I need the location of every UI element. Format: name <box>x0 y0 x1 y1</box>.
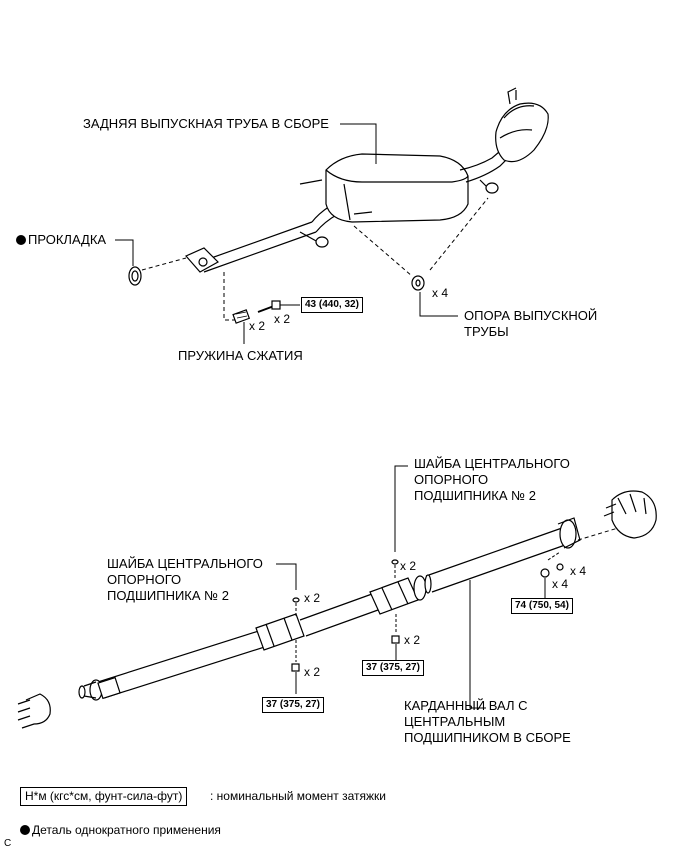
torque-box-center-nut: 37 (375, 27) <box>362 660 424 676</box>
qty-support: x 4 <box>432 286 449 300</box>
label-washer-top-line3: ПОДШИПНИКА № 2 <box>414 488 536 503</box>
qty-spring: x 2 <box>249 319 266 333</box>
torque-box-flange: 74 (750, 54) <box>511 598 573 614</box>
legend-one-time: Деталь однократного применения <box>20 822 221 838</box>
gasket-ring <box>115 239 187 286</box>
qty-flange-bolt: x 4 <box>570 564 587 578</box>
qty-nut-left: x 2 <box>304 665 321 679</box>
label-washer-top-line1: ШАЙБА ЦЕНТРАЛЬНОГО <box>414 456 570 471</box>
label-washer-top-line2: ОПОРНОГО <box>414 472 489 487</box>
label-propshaft-line1: КАРДАННЫЙ ВАЛ С <box>404 698 528 713</box>
label-washer-left-line2: ОПОРНОГО <box>107 572 182 587</box>
label-exhaust-support-line1: ОПОРА ВЫПУСКНОЙ <box>464 308 598 323</box>
one-time-use-dot-icon <box>16 235 26 245</box>
qty-washer-left: x 2 <box>304 591 321 605</box>
label-exhaust-support-line2: ТРУБЫ <box>464 324 509 339</box>
label-rear-exhaust-pipe: ЗАДНЯЯ ВЫПУСКНАЯ ТРУБА В СБОРЕ <box>83 116 329 131</box>
legend-one-time-text: Деталь однократного применения <box>32 823 221 837</box>
support-leaders <box>353 197 489 317</box>
rear-exhaust-pipe-drawing <box>185 87 549 273</box>
spring-and-bolt <box>223 272 300 344</box>
corner-mark: C <box>4 838 12 849</box>
legend-units-box: Н*м (кгс*см, фунт-сила-фут) <box>20 787 188 806</box>
label-gasket: ПРОКЛАДКА <box>16 232 106 248</box>
propeller-shaft-drawing <box>17 465 657 729</box>
one-time-use-dot-icon <box>20 825 30 835</box>
qty-flange-nut: x 4 <box>552 577 569 591</box>
label-compression-spring: ПРУЖИНА СЖАТИЯ <box>178 348 303 363</box>
label-propshaft-line3: ПОДШИПНИКОМ В СБОРЕ <box>404 730 571 745</box>
qty-washer-top: x 2 <box>400 559 417 573</box>
qty-nut-center: x 2 <box>404 633 421 647</box>
label-gasket-text: ПРОКЛАДКА <box>28 232 107 247</box>
torque-box-left-nut: 37 (375, 27) <box>262 697 324 713</box>
label-washer-left-line1: ШАЙБА ЦЕНТРАЛЬНОГО <box>107 556 263 571</box>
qty-bolt: x 2 <box>274 312 291 326</box>
label-propshaft-line2: ЦЕНТРАЛЬНЫМ <box>404 714 506 729</box>
label-washer-left-line3: ПОДШИПНИКА № 2 <box>107 588 229 603</box>
legend-units-text: : номинальный момент затяжки <box>210 789 386 803</box>
torque-box-exhaust-bolt: 43 (440, 32) <box>301 297 363 313</box>
